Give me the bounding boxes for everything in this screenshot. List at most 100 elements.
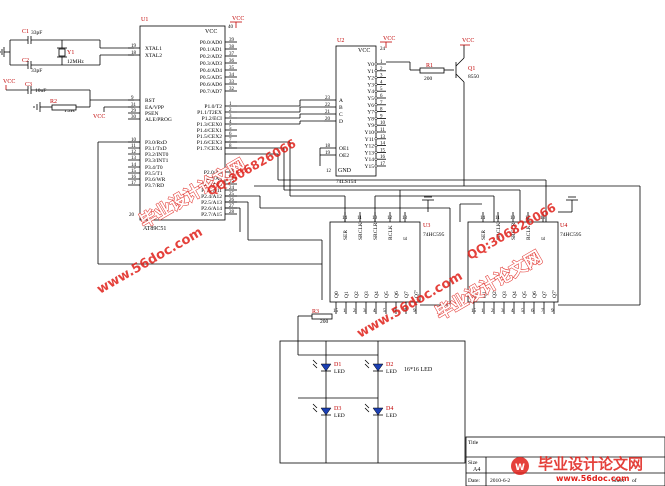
- u1-pin-name: P3.7/RD: [145, 183, 164, 189]
- u2-output-name: Y15: [365, 164, 375, 170]
- shift-pin-name: Q0: [472, 291, 478, 298]
- shift-pin-name: Q6: [532, 291, 538, 298]
- u1-pin-name: P2.4/A12: [201, 194, 222, 200]
- u1-pin-name: P2.1/A9: [204, 176, 222, 182]
- u4-ref: U4: [560, 223, 567, 229]
- led-icon: [312, 359, 332, 372]
- shift-pin-name: Q3: [502, 291, 508, 298]
- u1-pin-name: P3.5/T1: [145, 171, 163, 177]
- shift-pin-num: 7: [541, 309, 544, 314]
- u1-pin-num: 10: [131, 138, 137, 143]
- u1-pin-name: P3.3/INT1: [145, 158, 169, 164]
- u2-pin-num: 19: [325, 151, 331, 156]
- u3-shift-register: U3 74HC595 14SER11SRCLK10SRCLR12RCLK13E …: [329, 212, 445, 314]
- resistor-r3: [311, 313, 333, 320]
- shift-pin-name: Q2: [492, 291, 498, 298]
- shift-pin-num: 12: [525, 216, 531, 221]
- u1-vcc-pin: 40: [228, 25, 234, 30]
- shift-pin-name: SER: [481, 230, 487, 240]
- u1-pin-num: 22: [229, 174, 235, 179]
- u1-pin-num: 19: [131, 44, 137, 49]
- u1-pin-name: RST: [145, 98, 156, 104]
- u2-pin-num: 20: [325, 117, 331, 122]
- u2-pin-name: C: [339, 112, 343, 118]
- shift-pin-num: 15: [333, 309, 339, 314]
- u1-pin-num: 12: [131, 150, 137, 155]
- shift-pin-name: SRCLK: [496, 222, 502, 240]
- led-matrix-label: 16*16 LED: [404, 367, 433, 373]
- u2-pin-num: 22: [325, 103, 331, 108]
- shift-pin-name: Q5: [522, 291, 528, 298]
- shift-pin-num: 3: [363, 309, 366, 314]
- u2-output-name: Y6: [367, 103, 374, 109]
- u2-output-name: Y7: [367, 110, 374, 116]
- shift-pin-num: 9: [551, 309, 554, 314]
- y1-ref: Y1: [67, 50, 74, 56]
- u1-ref: U1: [141, 17, 148, 23]
- u2-vcc-label: VCC: [383, 36, 395, 42]
- q1-ref: Q1: [468, 66, 475, 72]
- u1-pin-num: 38: [229, 45, 235, 50]
- shift-pin-name: SRCLR: [373, 222, 379, 240]
- u1-pin-name: P3.1/TxD: [145, 146, 167, 152]
- q1-vcc-label: VCC: [462, 38, 474, 44]
- u2-output-num: 5: [380, 87, 383, 92]
- shift-pin-num: 3: [501, 309, 504, 314]
- logo-mark: W: [515, 463, 525, 473]
- led-value: LED: [386, 369, 397, 375]
- r1-value: 200: [424, 76, 433, 82]
- u1-pin-num: 23: [229, 180, 235, 185]
- watermark-site-left: www.56doc.com: [95, 225, 206, 298]
- u1-pin-num: 26: [229, 198, 235, 203]
- size-label: Size: [468, 460, 478, 466]
- u1-pin-num: 9: [131, 96, 134, 101]
- q1-value: 8550: [468, 74, 479, 80]
- shift-pin-num: 13: [402, 216, 408, 221]
- shift-pin-name: Q7: [404, 291, 410, 298]
- u1-pin-num: 17: [131, 181, 137, 186]
- r2-value: 1.2K: [64, 108, 75, 114]
- led-icon: [312, 403, 332, 416]
- u1-pin-num: 29: [131, 109, 137, 114]
- u1-pin-name: P2.7/A15: [201, 212, 222, 218]
- u1-pin-name: P1.7/CEX4: [197, 146, 222, 152]
- shift-pin-name: Q1: [344, 291, 350, 298]
- u2-output-num: 2: [380, 67, 383, 72]
- u2-vcc-pin-label: VCC: [358, 48, 370, 54]
- u2-output-name: Y9: [367, 123, 374, 129]
- u2-pin-num: 18: [325, 144, 331, 149]
- u1-pin-name: PSEN: [145, 111, 158, 117]
- u1-pin-num: 15: [131, 169, 137, 174]
- u1-pin-num: 27: [229, 204, 235, 209]
- u2-output-name: Y14: [365, 157, 375, 163]
- u1-pin-name: P0.5/AD5: [200, 75, 222, 81]
- oscillator-circuit: C1 33pF C2 33pF Y1 12MHz VCC C3 10uF R2 …: [0, 29, 134, 120]
- reset-vcc-label: VCC: [3, 79, 15, 85]
- shift-pin-name: E: [403, 236, 409, 240]
- u1-pin-name: P2.5/A13: [201, 200, 222, 206]
- shift-pin-name: Q7': [414, 290, 420, 298]
- shift-pin-num: 1: [481, 309, 484, 314]
- u1-pin-num: 30: [131, 115, 137, 120]
- u1-pin-name: P2.6/A14: [201, 206, 222, 212]
- u2-output-num: 1: [380, 60, 383, 65]
- shift-pin-name: Q4: [374, 291, 380, 298]
- r2-ref: R2: [50, 99, 57, 105]
- shift-pin-num: 13: [540, 216, 546, 221]
- u2-output-num: 7: [380, 101, 383, 106]
- led-ref: D1: [334, 362, 341, 368]
- shift-pin-num: 5: [383, 309, 386, 314]
- u1-pin-num: 35: [229, 66, 235, 71]
- u1-pin-name: ALE/PROG: [145, 117, 172, 123]
- u1-part: AT89C51: [143, 226, 166, 232]
- u1-pin-name: P1.0/T2: [204, 104, 222, 110]
- shift-pin-num: 2: [491, 309, 494, 314]
- shift-pin-num: 4: [373, 309, 376, 314]
- shift-pin-name: SRCLK: [358, 222, 364, 240]
